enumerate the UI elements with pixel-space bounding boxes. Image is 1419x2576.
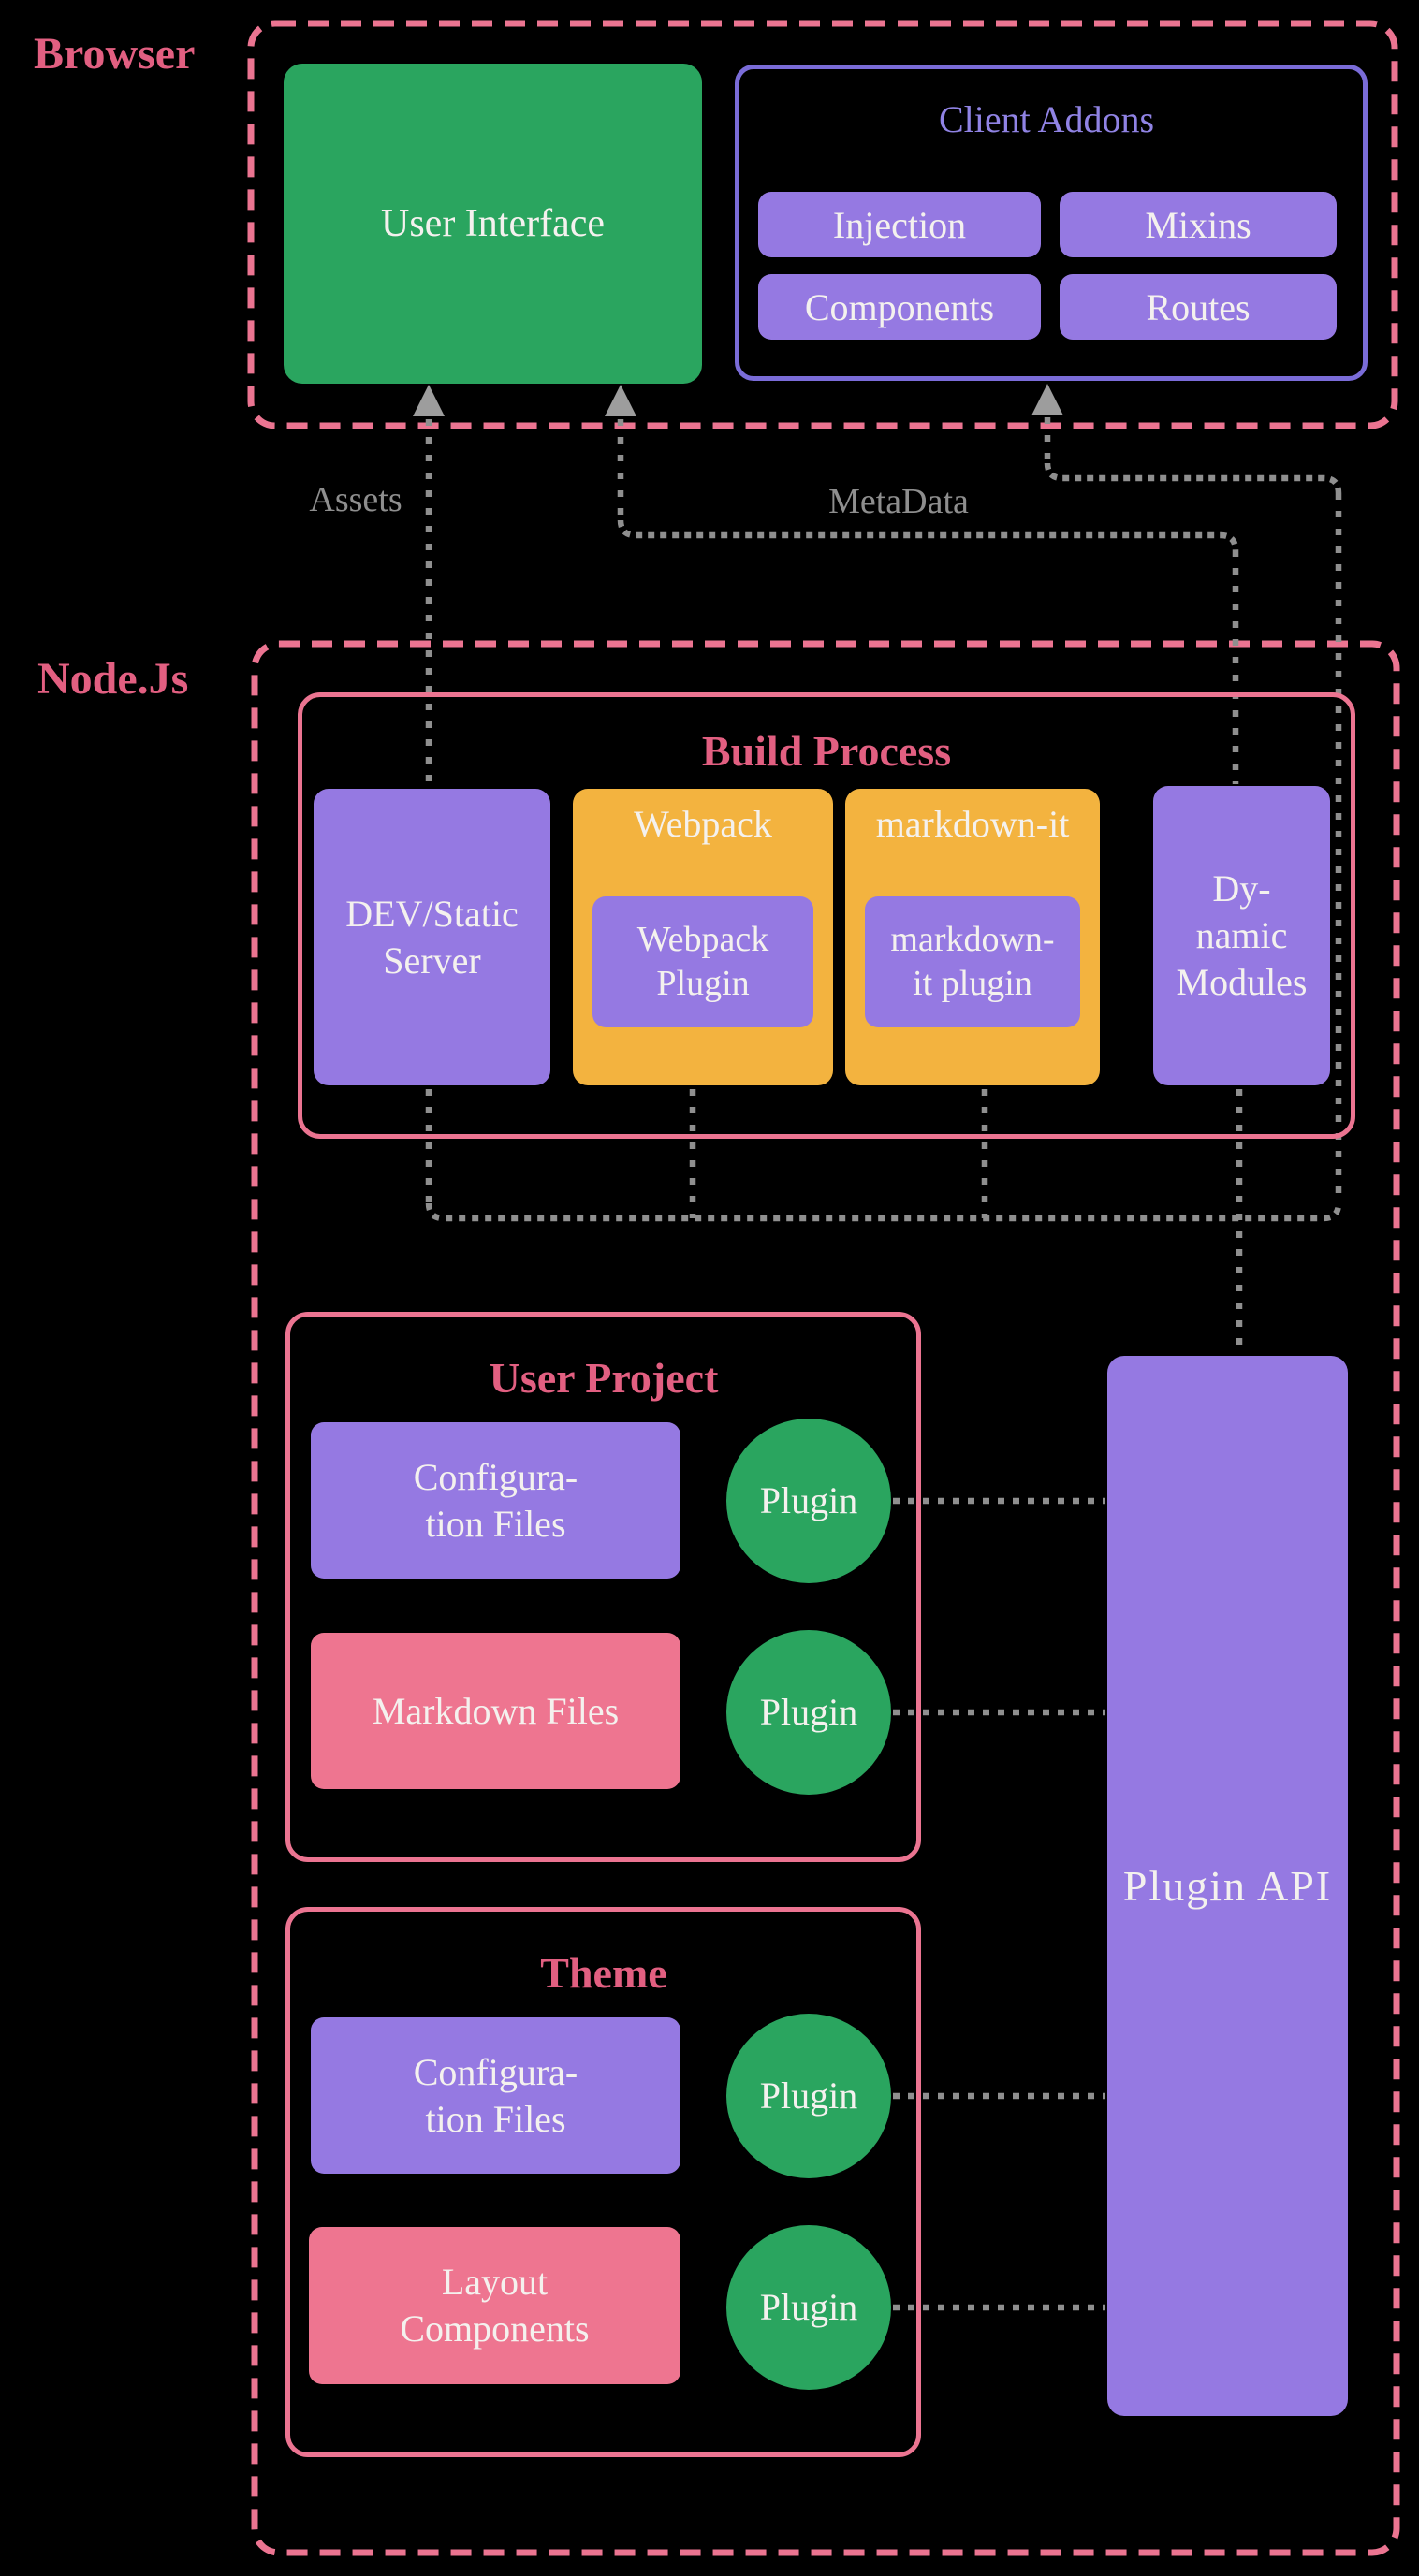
theme-plugin-top-label: Plugin [759, 2074, 858, 2117]
addon-components-label: Components [804, 285, 995, 328]
webpack-plugin-line1: Webpack [636, 919, 769, 959]
theme-plugin-bottom-node: Plugin [726, 2225, 891, 2390]
build-process-box [298, 692, 1355, 1139]
build-output-bus [425, 1202, 1342, 1222]
theme-title: Theme [540, 1949, 667, 1997]
metadata-connector-h [617, 519, 1239, 551]
theme-box [285, 1907, 921, 2457]
user-project-configuration-files-node: Configura- tion Files [311, 1422, 680, 1579]
webpack-title: Webpack [634, 803, 772, 845]
dev-static-server-node: DEV/Static Server [314, 789, 550, 1085]
addon-components: Components [758, 274, 1041, 340]
user-interface-left-arrowhead-icon [413, 385, 445, 416]
user-interface-label: User Interface [381, 202, 605, 245]
assets-label: Assets [309, 480, 402, 519]
dynamic-modules-line1: Dy- [1212, 867, 1271, 910]
webpack-plugin-line2: Plugin [656, 964, 750, 1003]
dev-static-server-line2: Server [383, 939, 481, 982]
addon-routes: Routes [1060, 274, 1337, 340]
user-project-box [285, 1312, 921, 1862]
up-plugin-bottom-label: Plugin [759, 1691, 858, 1733]
markdown-it-plugin-node: markdown- it plugin [865, 896, 1080, 1027]
user-project-plugin-top-node: Plugin [726, 1419, 891, 1583]
addon-injection: Injection [758, 192, 1041, 257]
client-addons-title: Client Addons [938, 98, 1155, 140]
client-addons-connector-h [1044, 462, 1342, 494]
up-config-line1: Configura- [413, 1455, 578, 1498]
theme-config-line2: tion Files [425, 2097, 566, 2140]
up-config-line2: tion Files [425, 1502, 566, 1545]
dynamic-modules-line2: namic [1195, 914, 1288, 956]
build-process-title: Build Process [701, 727, 952, 775]
addon-injection-label: Injection [832, 203, 967, 246]
browser-group-label: Browser [34, 29, 196, 79]
dynamic-modules-node: Dy- namic Modules [1153, 786, 1330, 1085]
layout-components-line2: Components [400, 2307, 590, 2350]
markdown-it-plugin-line1: markdown- [890, 919, 1055, 959]
dev-static-server-line1: DEV/Static [345, 892, 519, 935]
client-addons-node [735, 65, 1368, 381]
dynamic-modules-line3: Modules [1176, 961, 1308, 1003]
metadata-label: MetaData [828, 482, 969, 521]
markdown-it-title: markdown-it [875, 803, 1070, 845]
client-addons-arrowhead-icon [1031, 384, 1063, 415]
layout-components-node: Layout Components [309, 2227, 680, 2384]
up-plugin-top-label: Plugin [759, 1479, 858, 1521]
theme-plugin-bottom-label: Plugin [759, 2286, 858, 2328]
markdown-files-label: Markdown Files [372, 1689, 620, 1732]
webpack-plugin-node: Webpack Plugin [592, 896, 813, 1027]
user-interface-node: User Interface [284, 64, 702, 384]
theme-config-line1: Configura- [413, 2050, 578, 2093]
theme-plugin-top-node: Plugin [726, 2014, 891, 2178]
user-project-plugin-bottom-node: Plugin [726, 1630, 891, 1795]
user-project-title: User Project [489, 1354, 719, 1402]
theme-configuration-files-node: Configura- tion Files [311, 2017, 680, 2174]
markdown-files-node: Markdown Files [311, 1633, 680, 1789]
browser-boundary [247, 20, 1398, 429]
markdown-it-plugin-line2: it plugin [913, 964, 1032, 1003]
layout-components-line1: Layout [441, 2261, 549, 2303]
plugin-api-label: Plugin API [1122, 1862, 1333, 1910]
addon-mixins: Mixins [1060, 192, 1337, 257]
nodejs-boundary [251, 640, 1400, 2556]
addon-mixins-label: Mixins [1145, 203, 1251, 246]
user-interface-right-arrowhead-icon [605, 385, 636, 416]
webpack-node: Webpack Webpack Plugin [573, 789, 833, 1085]
nodejs-group-label: Node.Js [37, 654, 189, 704]
markdown-it-node: markdown-it markdown- it plugin [845, 789, 1100, 1085]
addon-routes-label: Routes [1146, 285, 1251, 328]
plugin-api-node: Plugin API [1107, 1356, 1348, 2416]
